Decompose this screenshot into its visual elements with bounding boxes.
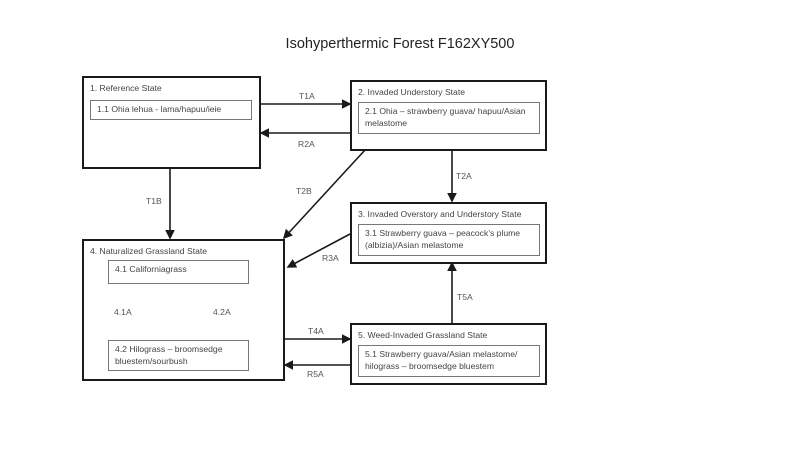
phase-3-1[interactable]: 3.1 Strawberry guava – peacock’s plume (…: [358, 224, 540, 256]
phase-1-1[interactable]: 1.1 Ohia lehua - lama/hapuu/ieie: [90, 100, 252, 120]
state-label: 3. Invaded Overstory and Understory Stat…: [358, 209, 522, 219]
transition-label-r3a: R3A: [322, 253, 339, 263]
arrow-t2b: [282, 149, 366, 240]
phase-4-1[interactable]: 4.1 Californiagrass: [108, 260, 249, 284]
state-label: 2. Invaded Understory State: [358, 87, 466, 97]
transition-label-t5a: T5A: [457, 292, 473, 302]
transition-label-t2b: T2B: [296, 186, 312, 196]
phase-5-1[interactable]: 5.1 Strawberry guava/Asian melastome/ hi…: [358, 345, 540, 377]
state-label: 1. Reference State: [90, 83, 162, 93]
transition-label-4-1a: 4.1A: [114, 307, 132, 317]
transition-label-t1b: T1B: [146, 196, 162, 206]
diagram-title: Isohyperthermic Forest F162XY500: [285, 36, 515, 52]
state-label: 4. Naturalized Grassland State: [90, 246, 208, 256]
state-4-naturalized-grassland[interactable]: 4. Naturalized Grassland State 4.1 Calif…: [82, 239, 285, 381]
transition-label-t2a: T2A: [456, 171, 472, 181]
transition-label-r5a: R5A: [307, 369, 324, 379]
transition-label-4-2a: 4.2A: [213, 307, 231, 317]
arrow-r3a: [286, 233, 351, 268]
state-3-invaded-overstory-understory[interactable]: 3. Invaded Overstory and Understory Stat…: [350, 202, 547, 264]
transition-label-t4a: T4A: [308, 326, 324, 336]
phase-4-2[interactable]: 4.2 Hilograss – broomsedge bluestem/sour…: [108, 340, 249, 371]
state-1-reference[interactable]: 1. Reference State 1.1 Ohia lehua - lama…: [82, 76, 261, 169]
transition-label-t1a: T1A: [299, 91, 315, 101]
state-2-invaded-understory[interactable]: 2. Invaded Understory State 2.1 Ohia – s…: [350, 80, 547, 151]
phase-2-1[interactable]: 2.1 Ohia – strawberry guava/ hapuu/Asian…: [358, 102, 540, 134]
state-label: 5. Weed-Invaded Grassland State: [358, 330, 488, 340]
state-5-weed-invaded-grassland[interactable]: 5. Weed-Invaded Grassland State 5.1 Stra…: [350, 323, 547, 385]
transition-label-r2a: R2A: [298, 139, 315, 149]
